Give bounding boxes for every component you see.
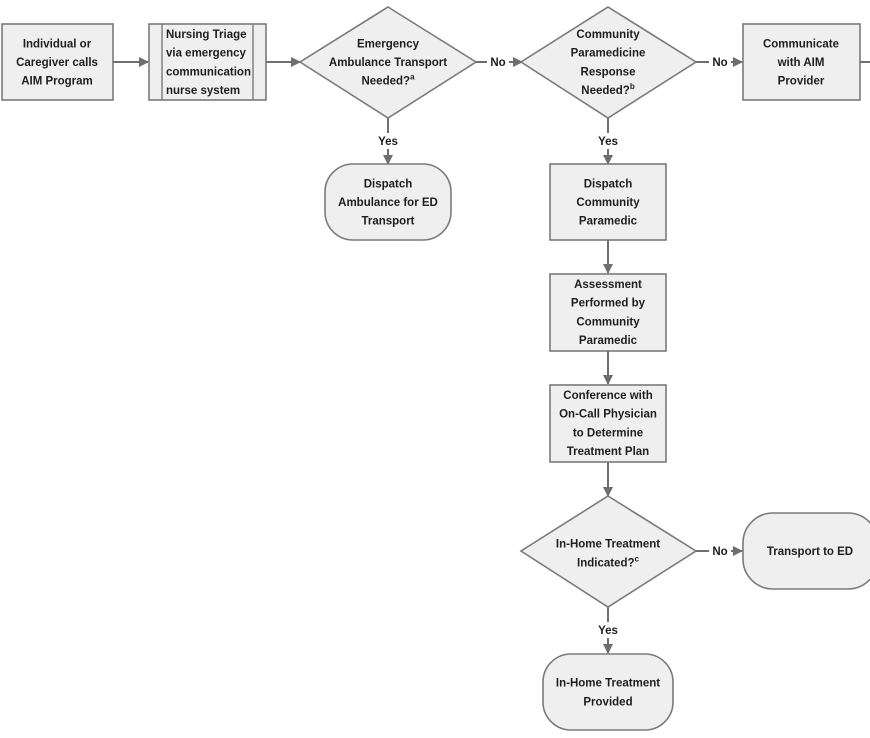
label-no-cp: No (712, 57, 727, 69)
footnote-marker: a (410, 73, 415, 82)
node-line: communication (166, 66, 251, 78)
node-line: Caregiver calls (16, 57, 98, 69)
node-line: Needed? (361, 76, 410, 88)
node-line: Ambulance for ED (338, 197, 438, 209)
node-line: Communicate (763, 38, 839, 50)
node-line: Community (576, 197, 640, 209)
node-line: Performed by (571, 298, 646, 310)
node-transport-ed-text: Transport to ED (767, 546, 853, 558)
node-transport-ed: Transport to ED (742, 512, 870, 590)
node-line: Response (581, 66, 636, 78)
node-line: In-Home Treatment (556, 539, 660, 551)
node-line: Paramedic (579, 335, 638, 347)
node-communicate-text: Communicate with AIM Provider (763, 38, 839, 87)
node-line: Treatment Plan (567, 446, 649, 458)
node-line: Paramedic (579, 216, 638, 228)
branch-labels: No No Yes Yes No Yes (374, 54, 731, 638)
node-line: On-Call Physician (559, 409, 657, 421)
node-line: Community (576, 29, 640, 41)
node-line: Conference with (563, 390, 652, 402)
label-no-inhome: No (712, 546, 727, 558)
node-triage-text: Nursing Triage via emergency communication… (166, 29, 251, 97)
node-triage: Nursing Triage via emergency communication… (148, 23, 267, 101)
footnote-marker: c (635, 554, 640, 563)
node-line: Community (576, 316, 640, 328)
node-line: Transport (361, 216, 414, 228)
node-line: In-Home Treatment (556, 678, 660, 690)
footnote-marker: b (630, 82, 635, 91)
node-line: Individual or (23, 38, 92, 50)
node-line: nurse system (166, 85, 240, 97)
node-line: to Determine (573, 427, 643, 439)
node-line: Emergency (357, 38, 420, 50)
node-line: Needed? (581, 85, 630, 97)
node-line: AIM Program (21, 76, 93, 88)
node-line: Indicated? (577, 557, 635, 569)
label-yes-emergency: Yes (378, 136, 398, 148)
node-line: Provided (583, 696, 632, 708)
label-no-emergency: No (490, 57, 505, 69)
node-line: Paramedicine (571, 48, 646, 60)
node-line: via emergency (166, 48, 247, 60)
node-line: Dispatch (584, 178, 633, 190)
node-line: Nursing Triage (166, 29, 247, 41)
node-communicate: Communicate with AIM Provider (742, 23, 861, 101)
node-line: Ambulance Transport (329, 57, 447, 69)
label-yes-cp: Yes (598, 136, 618, 148)
node-line: Transport to ED (767, 546, 853, 558)
node-line: with AIM (777, 57, 825, 69)
node-line: Assessment (574, 279, 642, 291)
label-yes-inhome: Yes (598, 625, 618, 637)
node-line: Provider (778, 76, 825, 88)
node-line: Dispatch (364, 178, 413, 190)
